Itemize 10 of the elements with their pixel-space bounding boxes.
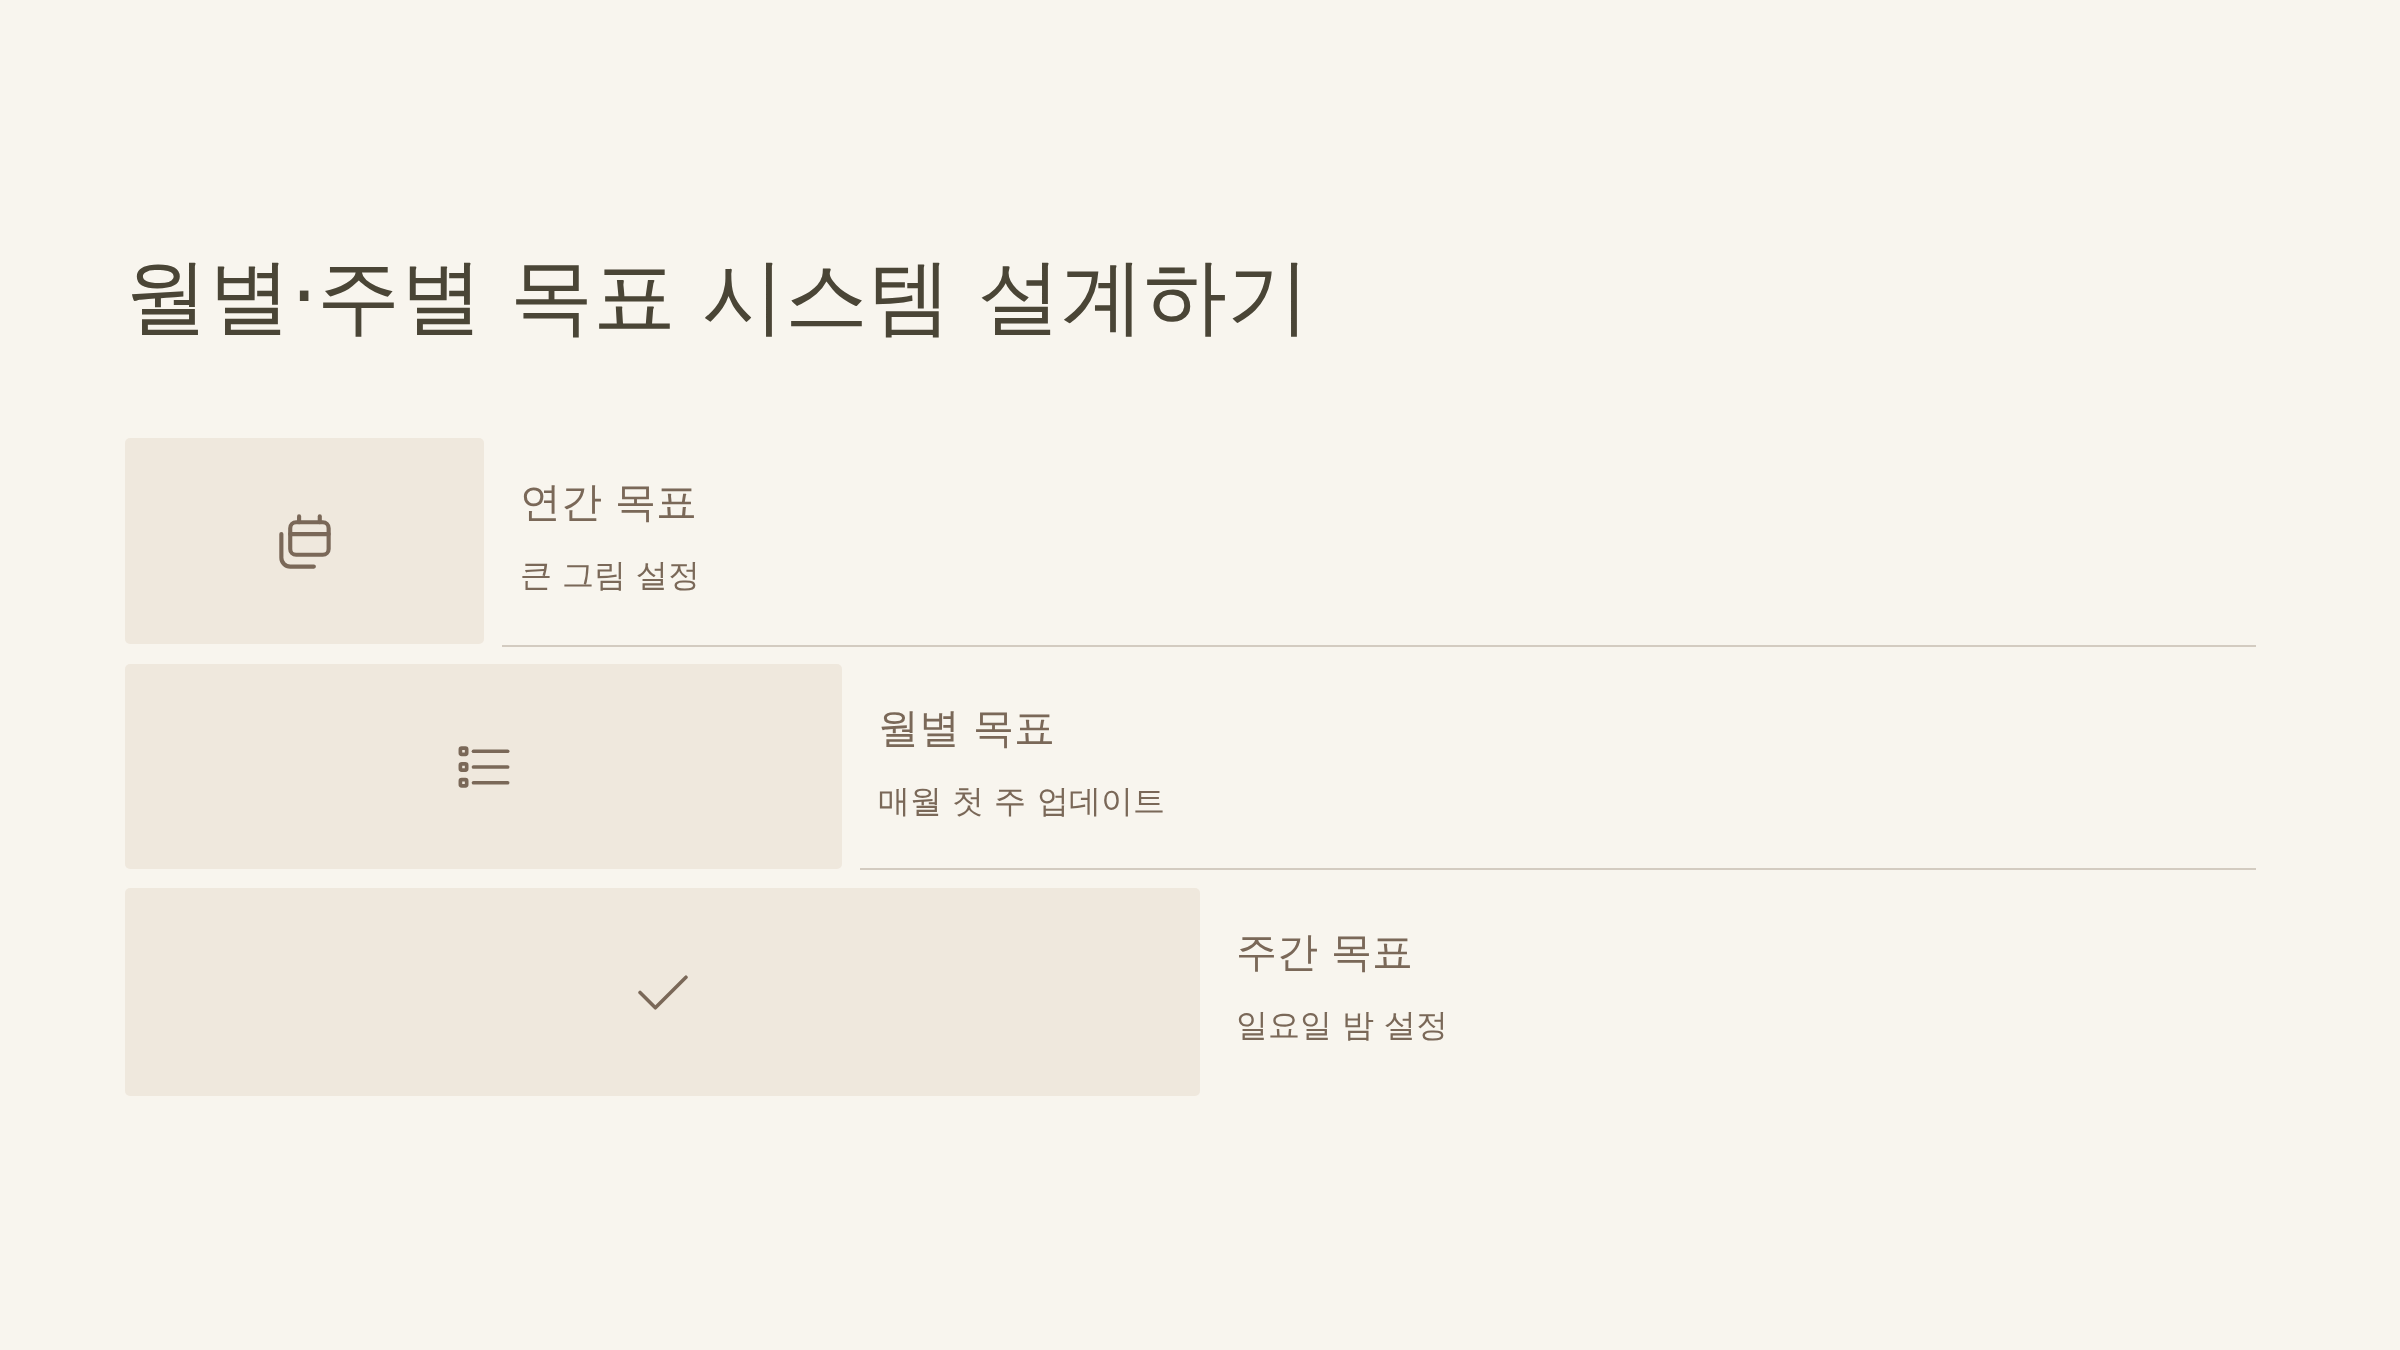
step-description: 매월 첫 주 업데이트 [878,781,1165,822]
step-bar [125,664,842,869]
step-heading: 연간 목표 [520,477,698,528]
step-description: 일요일 밤 설정 [1236,1005,1449,1046]
step-bar [125,888,1200,1096]
step-description: 큰 그림 설정 [520,555,701,596]
step-bar [125,438,484,644]
step-heading: 주간 목표 [1236,927,1414,978]
step-heading: 월별 목표 [878,703,1056,754]
slide-title: 월별·주별 목표 시스템 설계하기 [125,247,1310,347]
